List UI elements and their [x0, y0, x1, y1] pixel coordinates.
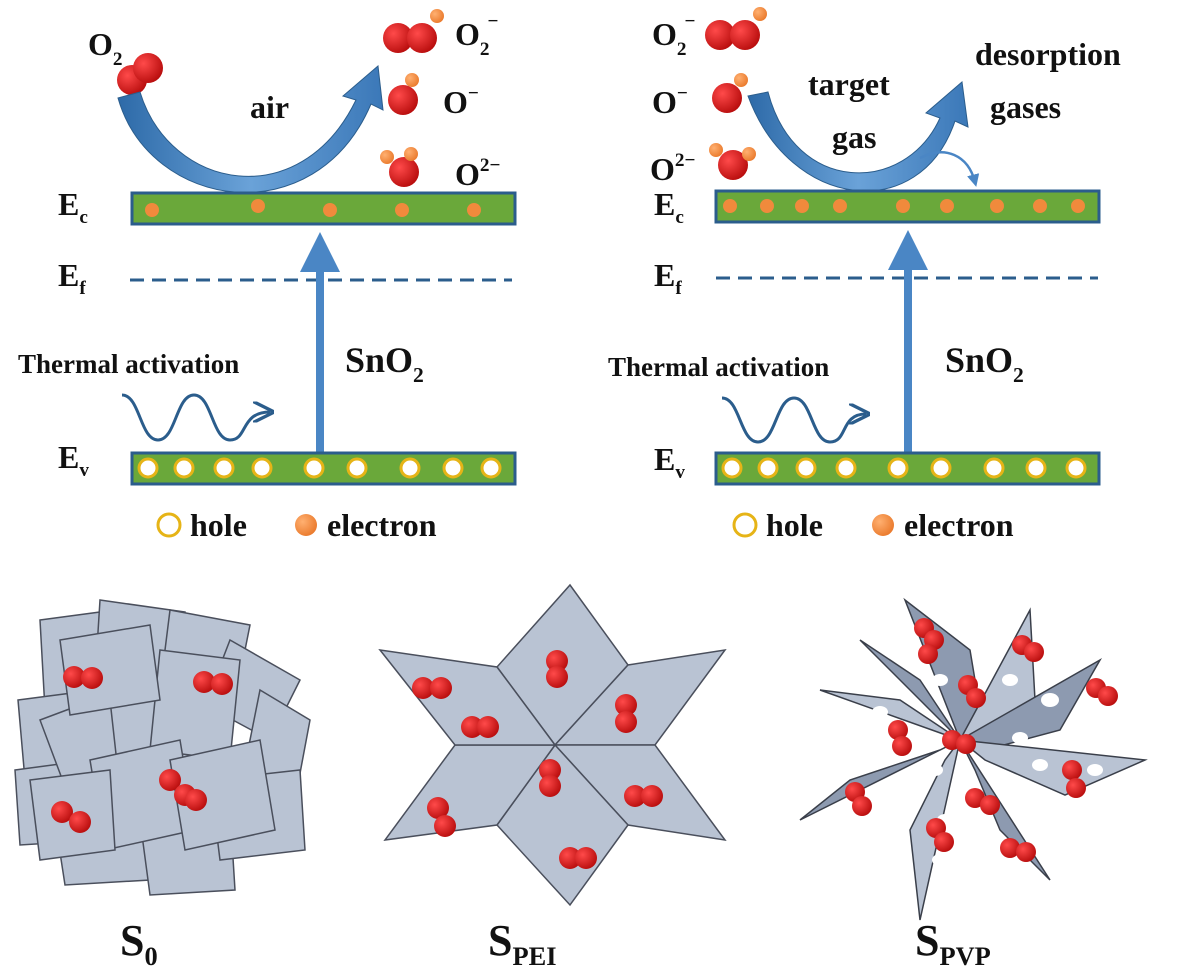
sample-s0-cluster — [14, 599, 311, 896]
left-o2-label: O2 — [88, 26, 122, 70]
right-ev-label: Ev — [654, 441, 685, 483]
right-legend-hole-label: hole — [766, 507, 823, 543]
left-material-label: SnO2 — [345, 340, 424, 387]
left-superoxide-molecule — [383, 9, 444, 53]
right-superoxide-molecule — [705, 7, 767, 50]
right-panel: O2− O− O2− target gas desorption gases E… — [608, 7, 1121, 543]
right-thermal-wave — [721, 396, 866, 444]
right-dioxide-molecule — [709, 143, 756, 180]
sample-s0-label: S0 — [120, 916, 158, 966]
left-legend-hole-icon — [156, 512, 182, 538]
left-legend: hole electron — [156, 507, 437, 543]
right-ec-label: Ec — [654, 186, 684, 228]
left-vb-holes — [137, 457, 502, 479]
left-panel: O2 O2− O− O2− air Ec — [18, 9, 517, 543]
right-legend-electron-icon — [872, 514, 894, 536]
right-desorption-arrow — [747, 81, 969, 192]
right-cb-electrons — [723, 199, 1085, 213]
right-oxide-label: O− — [652, 83, 688, 120]
left-thermal-label: Thermal activation — [18, 349, 239, 379]
right-small-arrow — [919, 151, 980, 187]
right-legend: hole electron — [732, 507, 1014, 543]
sample-spei-label: SPEI — [488, 916, 556, 966]
left-legend-electron-icon — [295, 514, 317, 536]
left-legend-hole-label: hole — [190, 507, 247, 543]
left-oxide-label: O− — [443, 83, 479, 120]
left-ef-label: Ef — [58, 257, 86, 299]
left-ev-label: Ev — [58, 439, 89, 481]
right-target-label: target — [808, 66, 890, 102]
sample-spei-star — [378, 583, 727, 907]
right-oxide-molecule — [712, 73, 748, 113]
left-ec-label: Ec — [58, 186, 88, 228]
right-gases-label: gases — [990, 89, 1061, 125]
right-thermal-label: Thermal activation — [608, 352, 829, 382]
left-cb-electrons — [145, 199, 481, 217]
right-superoxide-label: O2− — [652, 11, 695, 60]
right-material-label: SnO2 — [945, 340, 1024, 387]
sample-spei-oxygen — [412, 650, 663, 869]
right-ef-label: Ef — [654, 257, 682, 299]
left-dioxide-molecule — [380, 147, 419, 187]
left-dioxide-label: O2− — [455, 155, 500, 192]
left-adsorption-arrow — [117, 65, 384, 193]
left-superoxide-label: O2− — [455, 11, 498, 60]
right-desorption-label: desorption — [975, 36, 1121, 72]
right-legend-hole-icon — [732, 512, 758, 538]
left-oxide-molecule — [388, 73, 419, 115]
left-legend-electron-label: electron — [327, 507, 437, 543]
left-o2-molecule — [117, 53, 163, 95]
sample-spvp-pores — [862, 642, 1103, 866]
right-legend-electron-label: electron — [904, 507, 1014, 543]
right-dioxide-label: O2− — [650, 150, 695, 187]
sample-s0-oxygen — [51, 666, 233, 833]
sample-spvp-oxygen — [845, 618, 1118, 862]
left-air-label: air — [250, 89, 289, 125]
left-thermal-wave — [121, 393, 270, 442]
right-vb-holes — [721, 457, 1087, 479]
sample-spvp-label: SPVP — [915, 916, 991, 966]
right-gas-label: gas — [832, 119, 876, 155]
sample-spvp-star — [799, 597, 1148, 921]
